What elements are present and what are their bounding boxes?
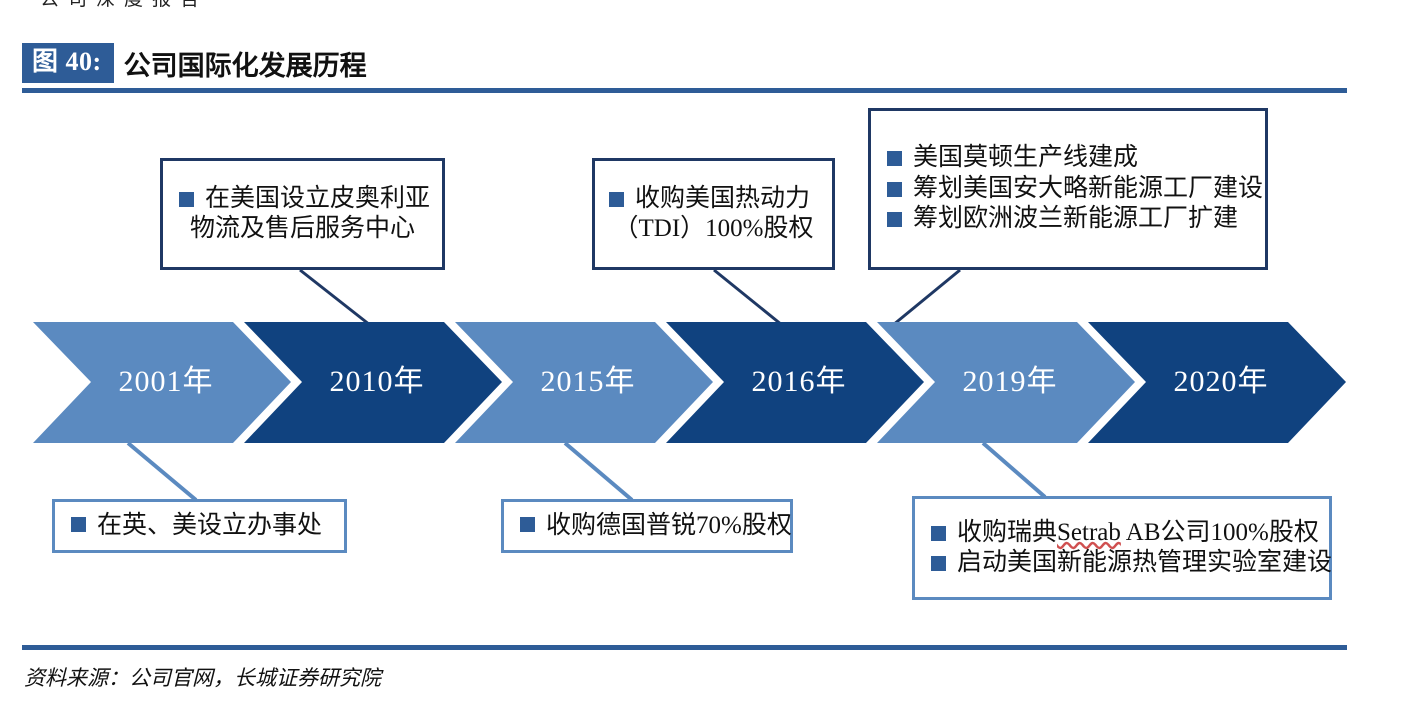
timeline-step-2016[interactable]: 2016年	[666, 322, 924, 443]
timeline-step-label: 2015年	[541, 365, 636, 398]
bullet-square-icon	[931, 525, 946, 541]
figure-number-badge: 图 40:	[22, 43, 114, 83]
callout-text: 收购美国热动力	[635, 184, 811, 212]
callout-text-post: AB公司100%股权	[1120, 518, 1319, 546]
callout-text: 美国莫顿生产线建成	[913, 144, 1139, 172]
callout-bottom-2001[interactable]: 在英、美设立办事处	[52, 499, 347, 553]
callout-bullet-row: 在美国设立皮奥利亚	[179, 184, 430, 215]
callout-bottom-2019[interactable]: 收购瑞典Setrab AB公司100%股权 启动美国新能源热管理实验室建设	[912, 496, 1332, 600]
callout-text: 在美国设立皮奥利亚	[205, 184, 431, 212]
callout-top-2016[interactable]: 收购美国热动力 （TDI）100%股权	[592, 158, 835, 270]
chevron-shape	[877, 322, 1135, 443]
callout-text-line2: （TDI）100%股权	[613, 215, 814, 242]
callout-bullet-row: 筹划美国安大略新能源工厂建设	[887, 174, 1263, 205]
page-bleed-text: 公司深度报告	[40, 0, 208, 11]
timeline-step-2015[interactable]: 2015年	[455, 322, 713, 443]
callout-bullet-row: 在英、美设立办事处	[71, 511, 328, 542]
connector-bottom-2019	[981, 441, 1047, 499]
connector-top-2010	[299, 268, 371, 327]
figure-header: 图 40: 公司国际化发展历程	[22, 40, 1347, 86]
connector-top-2016	[713, 268, 783, 327]
callout-bullet-row: 收购瑞典Setrab AB公司100%股权	[931, 518, 1319, 549]
timeline-step-2010[interactable]: 2010年	[244, 322, 502, 443]
timeline-step-label: 2001年	[119, 365, 214, 398]
bullet-square-icon	[887, 181, 902, 197]
page-title: 公司国际化发展历程	[123, 50, 367, 81]
connector-bottom-2015	[563, 441, 634, 502]
callout-text-pre: 收购瑞典	[957, 518, 1058, 546]
callout-bullet-row: 筹划欧洲波兰新能源工厂扩建	[887, 204, 1249, 235]
timeline-step-2020[interactable]: 2020年	[1088, 322, 1346, 443]
chevron-shape	[666, 322, 924, 443]
chevron-shape	[455, 322, 713, 443]
timeline-step-label: 2010年	[330, 365, 425, 398]
source-note: 资料来源：公司官网，长城证券研究院	[24, 666, 381, 690]
callout-text: 启动美国新能源热管理实验室建设	[957, 549, 1333, 576]
bullet-square-icon	[179, 191, 194, 207]
callout-text: 在英、美设立办事处	[97, 511, 323, 539]
callout-bullet-row: 收购德国普锐70%股权	[520, 511, 792, 542]
callout-text: 收购德国普锐70%股权	[546, 511, 792, 539]
bullet-square-icon	[520, 516, 535, 532]
timeline-step-2001[interactable]: 2001年	[33, 322, 291, 443]
header-divider	[22, 88, 1347, 93]
timeline-step-label: 2019年	[963, 365, 1058, 398]
callout-text: 收购瑞典Setrab AB公司100%股权	[957, 518, 1319, 549]
timeline-step-label: 2016年	[752, 365, 847, 398]
callout-text: 筹划美国安大略新能源工厂建设	[913, 174, 1264, 202]
chevron-shape	[1088, 322, 1346, 443]
callout-text: 筹划欧洲波兰新能源工厂扩建	[913, 205, 1239, 233]
bullet-square-icon	[71, 516, 86, 532]
callout-bullet-row: 收购美国热动力	[609, 184, 818, 215]
bullet-square-icon	[887, 212, 902, 228]
chevron-shape	[244, 322, 502, 443]
callout-top-2010[interactable]: 在美国设立皮奥利亚 物流及售后服务中心	[160, 158, 445, 270]
timeline-step-2019[interactable]: 2019年	[877, 322, 1135, 443]
timeline-step-label: 2020年	[1174, 365, 1269, 398]
bullet-square-icon	[931, 556, 946, 571]
callout-top-2020[interactable]: 美国莫顿生产线建成 筹划美国安大略新能源工厂建设 筹划欧洲波兰新能源工厂扩建	[868, 108, 1268, 270]
callout-text-line2: 物流及售后服务中心	[189, 215, 415, 242]
callout-bottom-2015[interactable]: 收购德国普锐70%股权	[501, 499, 793, 553]
callout-bullet-row: 美国莫顿生产线建成	[887, 143, 1249, 174]
callout-bullet-row: 启动美国新能源热管理实验室建设	[931, 548, 1332, 579]
footer-divider	[22, 645, 1347, 650]
callout-text-spellchecked: Setrab	[1057, 518, 1121, 546]
bullet-square-icon	[609, 191, 624, 207]
bullet-square-icon	[887, 151, 902, 167]
chevron-shape	[33, 322, 291, 443]
connector-bottom-2001	[126, 441, 198, 502]
connector-top-2020	[892, 268, 961, 327]
